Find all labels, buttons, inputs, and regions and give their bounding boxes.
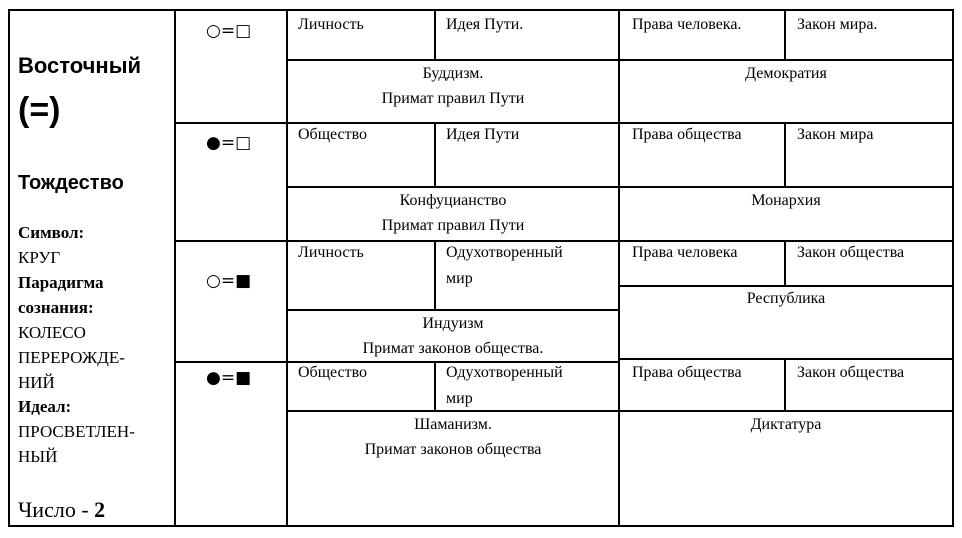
row-4-primacy: Примат законов общества xyxy=(364,441,542,458)
number-value: 2 xyxy=(94,497,106,522)
row-4-cell-2a: Одухотворенный xyxy=(446,364,563,381)
symbol-value: КРУГ xyxy=(18,248,61,267)
row-4-cell-4: Закон общества xyxy=(797,364,905,381)
row-3-religion: Индуизм xyxy=(422,315,484,332)
row-3-primacy: Примат законов общества. xyxy=(362,340,544,357)
symbol-label: Символ: xyxy=(18,223,85,242)
number-line: Число - 2 xyxy=(18,496,105,524)
paradigm-label-1: Парадигма xyxy=(18,273,104,292)
row-2-cell-2: Идея Пути xyxy=(446,126,520,143)
row-2-government: Монархия xyxy=(751,192,821,209)
row-1-cell-4: Закон мира. xyxy=(797,16,878,33)
ideal-value-1: ПРОСВЕТЛЕН- xyxy=(18,422,135,441)
row-1-cell-3: Права человека. xyxy=(632,16,742,33)
column-divider-left xyxy=(174,9,176,527)
inner-divider-r4-a xyxy=(434,361,436,412)
row-3-cell-3: Права человека xyxy=(632,244,738,261)
subrow-divider-3b xyxy=(618,285,954,287)
row-3-cell-2a: Одухотворенный xyxy=(446,244,563,261)
ideal-label: Идеал: xyxy=(18,397,72,416)
row-divider-1 xyxy=(174,122,954,124)
row-divider-3a xyxy=(174,361,620,363)
column-divider-symbol xyxy=(286,9,288,527)
number-label: Число - xyxy=(18,497,95,522)
paradigm-value-1: КОЛЕСО xyxy=(18,323,86,342)
row-2-religion: Конфуцианство xyxy=(399,192,507,209)
inner-divider-r1-a xyxy=(434,9,436,61)
row-1-primacy: Примат правил Пути xyxy=(381,90,525,107)
subrow-divider-3a xyxy=(286,309,620,311)
subrow-divider-1 xyxy=(286,59,954,61)
row-4-cell-2b: мир xyxy=(446,390,473,407)
inner-divider-r4-b xyxy=(784,358,786,412)
ideal-value-2: НЫЙ xyxy=(18,447,58,466)
row-1-cell-1: Личность xyxy=(298,16,364,33)
inner-divider-r3-a xyxy=(434,240,436,311)
row-4-symbol: ●=■ xyxy=(206,368,252,388)
row-2-symbol: ●=□ xyxy=(206,133,252,153)
left-title: Восточный xyxy=(18,53,142,78)
row-3-government: Республика xyxy=(746,290,826,307)
row-1-religion: Буддизм. xyxy=(422,65,484,82)
row-divider-3b xyxy=(618,358,954,360)
row-4-religion: Шаманизм. xyxy=(414,416,492,433)
row-2-cell-3: Права общества xyxy=(632,126,742,143)
row-2-primacy: Примат правил Пути xyxy=(381,217,525,234)
row-divider-2 xyxy=(174,240,954,242)
inner-divider-r2-a xyxy=(434,122,436,188)
subrow-divider-4 xyxy=(286,410,954,412)
row-3-cell-2b: мир xyxy=(446,270,473,287)
table-border-top xyxy=(8,9,954,11)
inner-divider-r1-b xyxy=(784,9,786,61)
left-sign: (=) xyxy=(18,91,61,129)
paradigm-label-2: сознания: xyxy=(18,298,94,317)
paradigm-value-3: НИЙ xyxy=(18,373,55,392)
row-3-cell-4: Закон общества xyxy=(797,244,905,261)
row-4-cell-3: Права общества xyxy=(632,364,742,381)
paradigm-value-2: ПЕРЕРОЖДЕ- xyxy=(18,348,125,367)
row-1-government: Демократия xyxy=(745,65,827,82)
row-4-government: Диктатура xyxy=(750,416,822,433)
row-3-cell-1: Личность xyxy=(298,244,364,261)
left-subtitle: Тождество xyxy=(18,172,124,194)
row-3-symbol: ○=■ xyxy=(206,271,252,291)
column-divider-middle xyxy=(618,9,620,527)
row-2-cell-1: Общество xyxy=(298,126,368,143)
table-border-bottom xyxy=(8,525,954,527)
row-1-cell-2: Идея Пути. xyxy=(446,16,524,33)
row-4-cell-1: Общество xyxy=(298,364,368,381)
inner-divider-r2-b xyxy=(784,122,786,188)
table-border-right xyxy=(952,9,954,527)
row-1-symbol: ○=□ xyxy=(206,21,252,41)
subrow-divider-2 xyxy=(286,186,954,188)
inner-divider-r3-b xyxy=(784,240,786,287)
table-border-left xyxy=(8,9,10,527)
row-2-cell-4: Закон мира xyxy=(797,126,874,143)
